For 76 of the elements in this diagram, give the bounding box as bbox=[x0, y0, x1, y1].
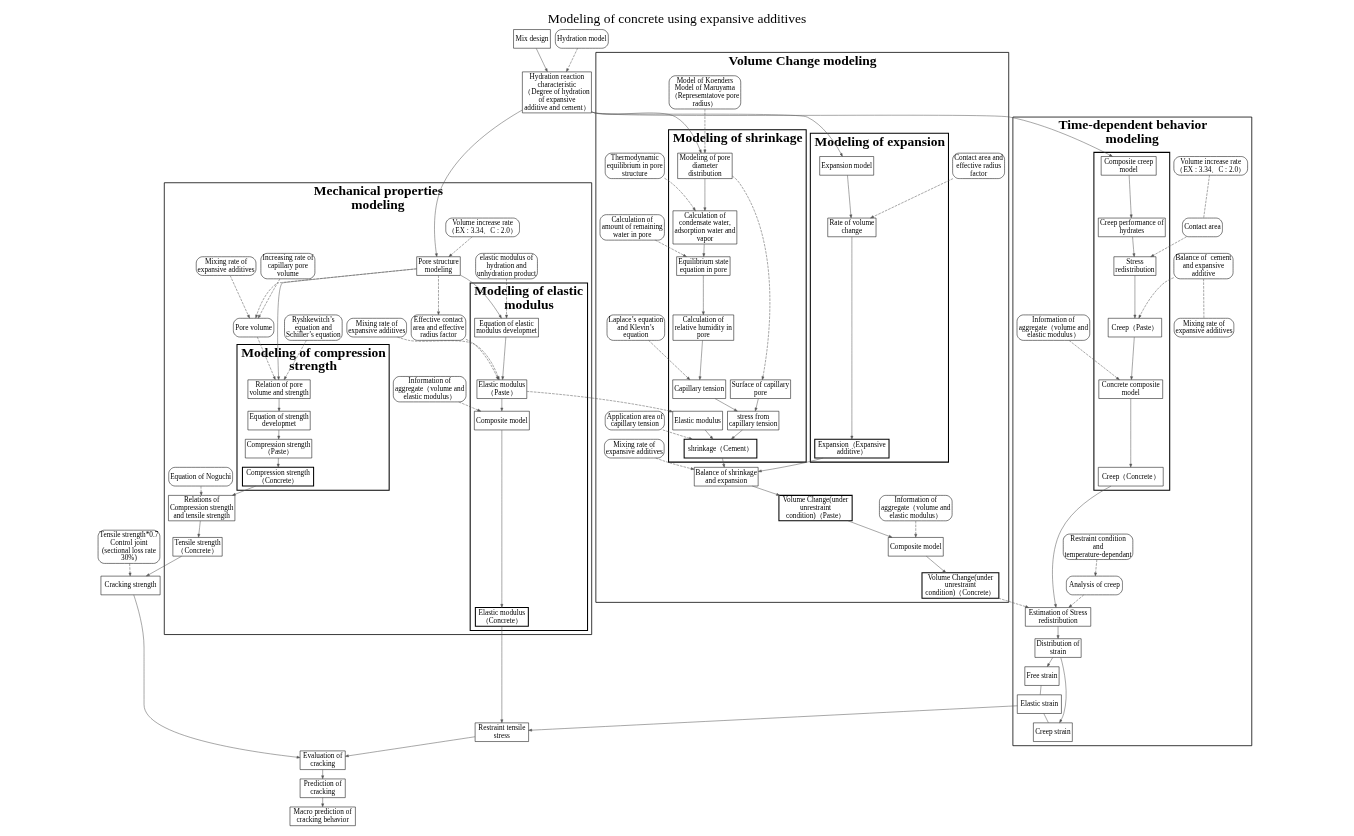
arrow bbox=[345, 736, 476, 758]
arrow bbox=[229, 275, 250, 319]
connector bbox=[1203, 175, 1210, 219]
arrow bbox=[758, 457, 824, 473]
arrow bbox=[1056, 626, 1060, 639]
arrow bbox=[500, 398, 504, 412]
arrow bbox=[998, 597, 1029, 608]
arrow bbox=[1068, 340, 1120, 381]
arrow bbox=[1133, 275, 1137, 319]
arrow bbox=[1059, 657, 1067, 723]
arrow bbox=[702, 243, 706, 257]
arrow bbox=[257, 336, 276, 380]
diagram-title: Modeling of concrete using expansive additives bbox=[547, 11, 807, 27]
connector bbox=[1203, 278, 1205, 319]
connector bbox=[1039, 685, 1042, 695]
arrow bbox=[133, 594, 301, 759]
arrow bbox=[926, 556, 947, 573]
arrow bbox=[662, 429, 693, 440]
arrow bbox=[500, 626, 504, 723]
arrow bbox=[1068, 594, 1084, 608]
arrow bbox=[500, 429, 504, 608]
arrow bbox=[199, 485, 203, 496]
arrow bbox=[255, 268, 417, 319]
arrow bbox=[847, 175, 853, 219]
arrow bbox=[731, 429, 743, 440]
arrow bbox=[321, 797, 325, 808]
arrow bbox=[458, 401, 482, 412]
arrow bbox=[752, 485, 780, 496]
arrow bbox=[535, 48, 548, 73]
arrow bbox=[732, 175, 771, 381]
arrow bbox=[1129, 398, 1133, 468]
arrow bbox=[703, 108, 707, 154]
arrow bbox=[703, 178, 707, 211]
arrow bbox=[1138, 277, 1175, 319]
arrow bbox=[448, 236, 473, 257]
arrow bbox=[528, 705, 1018, 732]
connector bbox=[1043, 713, 1049, 723]
arrow bbox=[321, 769, 325, 780]
arrow bbox=[754, 398, 759, 412]
arrow bbox=[277, 398, 281, 412]
arrow bbox=[591, 111, 1113, 157]
arrow bbox=[437, 275, 440, 316]
arrow bbox=[197, 520, 201, 538]
arrow bbox=[648, 340, 691, 381]
arrow bbox=[1094, 559, 1098, 577]
arrow bbox=[501, 336, 507, 380]
arrow bbox=[1150, 236, 1187, 257]
arrow bbox=[847, 520, 893, 538]
arrow bbox=[722, 457, 725, 468]
arrow bbox=[276, 457, 280, 468]
arrow bbox=[850, 236, 854, 440]
arrow bbox=[128, 563, 132, 577]
arrow bbox=[1128, 175, 1133, 219]
arrow bbox=[702, 275, 705, 316]
arrow bbox=[704, 429, 714, 440]
arrow bbox=[434, 109, 523, 257]
arrow bbox=[870, 178, 954, 219]
arrow bbox=[655, 457, 695, 470]
arrow bbox=[146, 556, 182, 577]
arrow bbox=[257, 278, 281, 319]
arrow bbox=[655, 239, 687, 257]
arrow bbox=[566, 48, 578, 73]
arrow bbox=[1047, 657, 1054, 667]
arrow bbox=[526, 391, 673, 413]
arrow bbox=[1052, 485, 1112, 608]
arrow bbox=[232, 485, 256, 496]
arrow bbox=[914, 520, 918, 538]
arrow bbox=[277, 429, 281, 440]
arrow bbox=[283, 340, 307, 381]
arrow bbox=[1132, 236, 1136, 257]
arrow bbox=[460, 274, 502, 319]
arrow bbox=[505, 278, 508, 319]
arrow bbox=[277, 268, 417, 381]
arrow bbox=[698, 340, 703, 381]
arrow bbox=[1130, 336, 1135, 380]
arrow bbox=[714, 398, 738, 412]
